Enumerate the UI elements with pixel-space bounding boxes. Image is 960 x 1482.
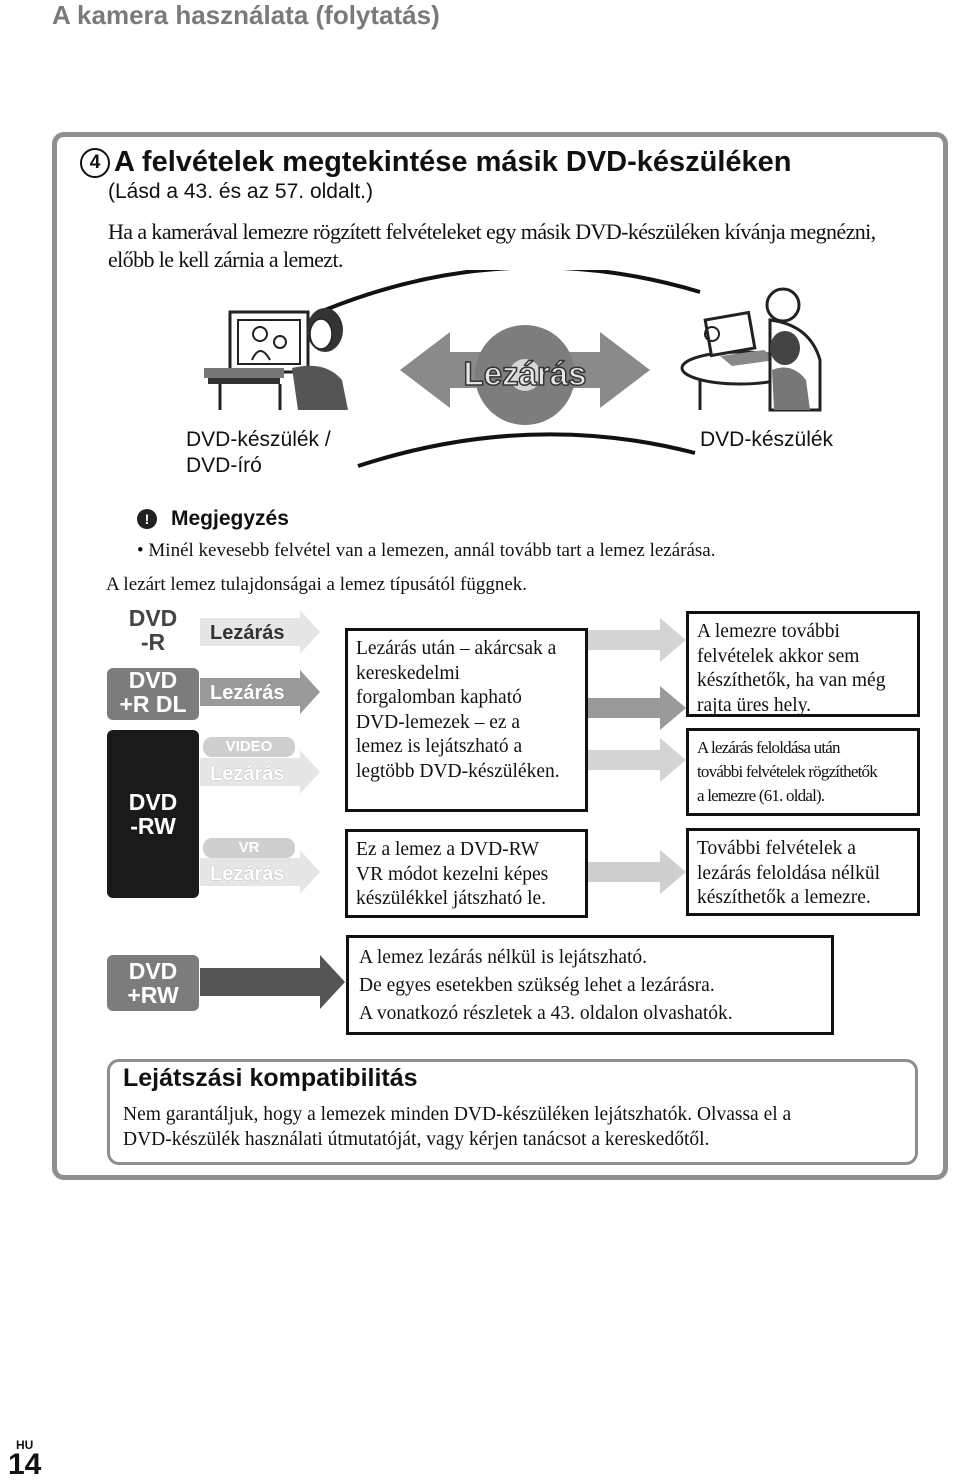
source-device-label: DVD-készülék / DVD-író [186,427,331,479]
step-number: 4 [80,147,110,178]
box-line: DVD-lemezek – ez a [356,711,521,733]
disc-types-intro: A lezárt lemez tulajdonságai a lemez típ… [106,574,528,595]
box-line: további felvételek rögzíthetők [697,762,878,781]
disc-label-line: DVD [128,958,178,984]
box-line: De egyes esetekben szükség lehet a lezár… [359,975,715,996]
compat-line: DVD-készülék használati útmutatóját, vag… [123,1129,710,1150]
box-line: A lemez lezárás nélkül is lejátszható. [359,947,648,968]
bottom-arc [357,432,696,468]
vr-playback-box: Ez a lemez a DVD-RW VR módot kezelni kép… [345,829,588,918]
box-line: A lemezre további [697,621,840,642]
disc-label-line: +R DL [119,691,187,717]
disc-label-line: DVD [128,789,178,815]
arrow-shape [588,850,686,894]
finalize-center-label: Lezárás [464,355,587,392]
arrow-shape [588,738,686,782]
intro-line: előbb le kell zárnia a lemezt. [108,247,343,272]
plus-rw-info-box: A lemez lezárás nélkül is lejátszható. D… [346,935,834,1035]
disc-label-line: +RW [127,982,179,1008]
finalize-label: Lezárás [210,622,285,644]
note-title: Megjegyzés [171,507,289,530]
no-more-recording-box: A lemezre további felvételek akkor sem k… [686,611,920,717]
box-line: készülékkel játszható le. [356,888,547,909]
compatibility-box [107,1059,918,1165]
note-item: • Minél kevesebb felvétel van a lemezen,… [137,540,716,561]
box-line: kereskedelmi [356,662,460,684]
disc-label-dvd-r: DVD -R [107,606,199,658]
box-line: VR módot kezelni képes [356,863,549,885]
target-device-label: DVD-készülék [700,428,834,451]
note-heading: ! Megjegyzés [137,507,289,531]
compatibility-title: Lejátszási kompatibilitás [123,1064,418,1092]
box-line: a lemezre (61. oldal). [697,786,825,805]
disc-label-dvd-rw: DVD -RW [107,730,199,898]
disc-flow-diagram [200,610,686,1009]
finalize-label: Lezárás [210,763,285,785]
playable-info-box: Lezárás után – akárcsak a kereskedelmi f… [345,628,588,812]
box-line: lezárás feloldása nélkül [697,862,880,884]
box-line: forgalomban kapható [356,687,522,708]
disc-label-line: -RW [130,813,176,839]
arrow-shape [200,670,320,714]
section-heading-text: A felvételek megtekintése másik DVD-kész… [114,146,792,178]
page-header-title: A kamera használata (folytatás) [52,0,440,30]
vr-mode-badge: VR [203,838,295,858]
section-heading: 4 A felvételek megtekintése másik DVD-ké… [80,146,792,179]
box-line: legtöbb DVD-készüléken. [356,760,560,782]
compat-line: Nem garantáljuk, hogy a lemezek minden D… [123,1104,792,1125]
arrow-shape [200,955,345,1009]
disc-label-line: DVD [128,605,178,631]
arrow-shape [588,618,686,662]
box-line: készíthetők a lemezre. [697,887,871,908]
language-code: HU [16,1438,34,1452]
finalize-illustration: Lezárás [204,270,822,468]
disc-label-line: -R [140,629,166,655]
arrow-shape [200,750,320,794]
unfinalize-info-box: A lezárás feloldása után további felvéte… [686,728,920,816]
page-number: 14 [8,1448,42,1481]
box-line: Lezárás után – akárcsak a [356,638,557,659]
box-line: Ez a lemez a DVD-RW [356,839,540,860]
box-line: A vonatkozó részletek a 43. oldalon olva… [359,1003,733,1024]
device-label-line: DVD-író [186,454,262,477]
box-line: lemez is lejátszható a [356,736,523,757]
box-line: A lezárás feloldása után [697,738,841,757]
box-line: További felvételek a [697,838,856,859]
finalize-label: Lezárás [210,863,285,885]
device-label-line: DVD-készülék / [186,428,331,451]
content-frame [52,132,948,1180]
disc-label-dvd-plus-rw: DVD +RW [107,955,199,1011]
vr-more-recording-box: További felvételek a lezárás feloldása n… [686,828,920,916]
intro-line: Ha a kamerával lemezre rögzített felvéte… [108,219,876,244]
box-line: rajta üres hely. [697,694,812,716]
intro-paragraph: Ha a kamerával lemezre rögzített felvéte… [108,218,938,274]
note-icon: ! [137,509,157,529]
arrow-shape [200,850,320,894]
page-reference: (Lásd a 43. és az 57. oldalt.) [108,180,373,203]
disc-label-dvd-plus-r-dl: DVD +R DL [107,668,199,720]
finalize-double-arrow [400,325,650,425]
disc-label-line: DVD [128,667,178,693]
video-mode-badge: VIDEO [203,737,295,757]
arrow-shape [588,686,686,730]
box-line: készíthetők, ha van még [697,670,886,691]
laptop-people-icon [680,287,822,412]
top-arc [324,270,701,312]
tv-person-icon [204,308,348,410]
arrow-shape [200,610,320,654]
finalize-label: Lezárás [210,682,285,704]
compatibility-text: Nem garantáljuk, hogy a lemezek minden D… [123,1102,913,1152]
box-line: felvételek akkor sem [697,645,860,667]
